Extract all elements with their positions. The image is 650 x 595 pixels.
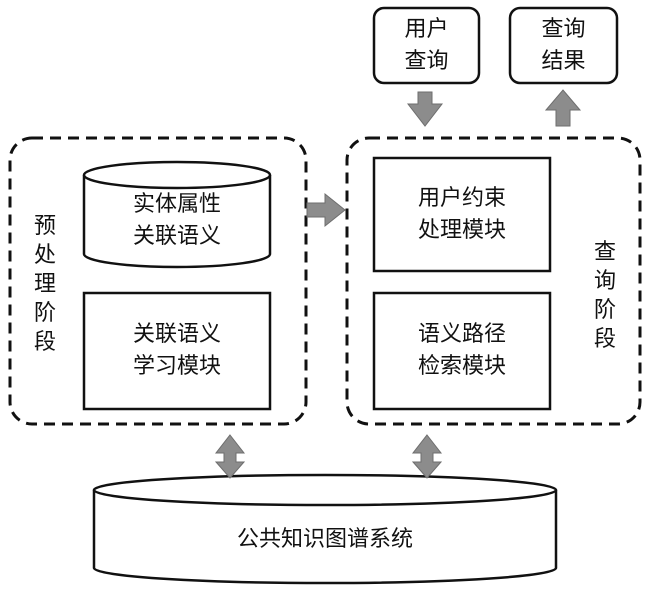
public-kg-cylinder bbox=[92, 473, 558, 585]
entity-semantics-label: 实体属性 关联语义 bbox=[132, 192, 221, 249]
semantic-learning-module-label: 关联语义 学习模块 bbox=[132, 322, 221, 379]
query-stage-label: 查询阶段 bbox=[593, 240, 616, 352]
preprocess-stage-container bbox=[8, 136, 308, 426]
user-query-box bbox=[372, 6, 481, 85]
constraint-module-box bbox=[372, 156, 552, 273]
query-stage-container bbox=[345, 136, 642, 426]
left-double-arrow-icon bbox=[214, 434, 246, 479]
query-result-label: 查询 结果 bbox=[541, 16, 586, 74]
right-arrow-icon bbox=[306, 192, 346, 228]
down-arrow-icon bbox=[406, 91, 444, 127]
public-kg-label: 公共知识图谱系统 bbox=[236, 527, 413, 552]
path-retrieval-module-box bbox=[372, 291, 552, 411]
entity-semantics-cylinder bbox=[82, 160, 272, 269]
user-query-label: 用户 查询 bbox=[404, 16, 449, 74]
constraint-module-label: 用户约束 处理模块 bbox=[417, 185, 506, 243]
right-double-arrow-icon bbox=[411, 434, 443, 479]
preprocess-stage-label: 预处理阶段 bbox=[33, 214, 56, 355]
up-arrow-icon bbox=[544, 89, 582, 127]
query-result-box bbox=[508, 6, 619, 85]
path-retrieval-module-label: 语义路径 检索模块 bbox=[417, 322, 506, 379]
semantic-learning-module-box bbox=[82, 291, 272, 411]
